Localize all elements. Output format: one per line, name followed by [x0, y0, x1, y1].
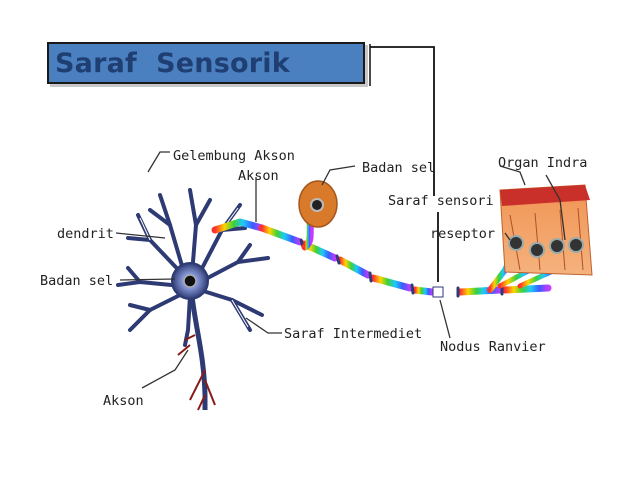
receptor-4: [568, 237, 584, 253]
label-akson-top: Akson: [238, 168, 279, 184]
title-box: Saraf Sensorik: [47, 42, 365, 84]
title-connector-line: [370, 46, 435, 196]
label-gelembung-akson: Gelembung Akson: [173, 148, 295, 164]
label-badan-sel-mid: Badan sel: [362, 160, 435, 176]
middle-cell: [298, 180, 338, 251]
page-title: Saraf Sensorik: [55, 48, 290, 79]
receptor-2: [529, 242, 545, 258]
label-saraf-intermediet: Saraf Intermediet: [284, 326, 422, 342]
label-dendrit: dendrit: [57, 226, 114, 242]
left-neuron: [116, 188, 270, 411]
nucleus-left: [183, 274, 197, 288]
label-nodus-ranvier: Nodus Ranvier: [440, 339, 546, 355]
receptor-3: [549, 238, 565, 254]
nucleus-mid: [310, 198, 324, 212]
label-organ-indra: Organ Indra: [498, 155, 587, 171]
label-reseptor: reseptor: [430, 226, 495, 242]
akson-terminals: [177, 334, 216, 411]
akson-lower: [189, 295, 208, 410]
akson-upper: [211, 218, 266, 234]
organ-indra: [499, 184, 593, 276]
leader-lines: [115, 151, 566, 389]
receptor-1: [508, 235, 524, 251]
label-badan-sel-left: Badan sel: [40, 273, 113, 289]
label-akson-bottom: Akson: [103, 393, 144, 409]
label-saraf-sensori: Saraf sensori: [388, 193, 494, 209]
